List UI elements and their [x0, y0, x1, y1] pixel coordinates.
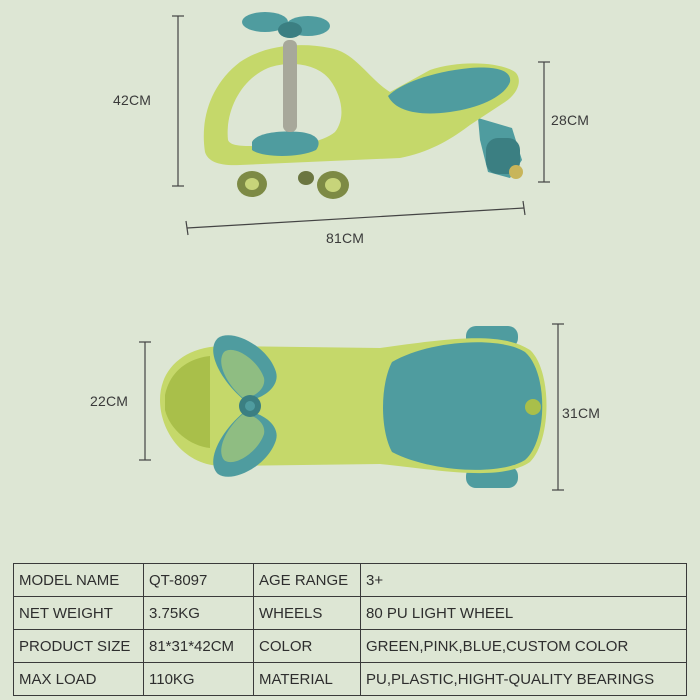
spec-label: MODEL NAME — [13, 563, 144, 597]
front-width-dimension-label: 22CM — [90, 393, 129, 409]
height-dimension-label: 42CM — [113, 92, 152, 108]
spec-value: 3.75KG — [143, 596, 254, 630]
side-seat — [388, 67, 511, 114]
seat-height-dimension-label: 28CM — [551, 112, 590, 128]
table-row: MAX LOAD 110KG MATERIAL PU,PLASTIC,HIGHT… — [13, 662, 687, 696]
top-steering-wheel — [213, 335, 277, 477]
side-steering-wheel — [242, 12, 330, 38]
spec-label: AGE RANGE — [253, 563, 361, 597]
side-view-car — [203, 12, 523, 199]
spec-label: NET WEIGHT — [13, 596, 144, 630]
rear-width-dimension-label: 31CM — [562, 405, 601, 421]
side-foot-pad — [252, 131, 319, 156]
spec-value: QT-8097 — [143, 563, 254, 597]
spec-label: MAX LOAD — [13, 662, 144, 696]
dimension-lines-top — [139, 323, 564, 491]
spec-value: 80 PU LIGHT WHEEL — [360, 596, 687, 630]
front-wheels — [237, 171, 349, 199]
spec-label: PRODUCT SIZE — [13, 629, 144, 663]
side-steering-column — [283, 40, 297, 132]
spec-label: MATERIAL — [253, 662, 361, 696]
length-dimension-label: 81CM — [326, 230, 365, 246]
table-row: NET WEIGHT 3.75KG WHEELS 80 PU LIGHT WHE… — [13, 596, 687, 630]
top-seat — [383, 342, 543, 470]
spec-value: PU,PLASTIC,HIGHT-QUALITY BEARINGS — [360, 662, 687, 696]
spec-table: MODEL NAME QT-8097 AGE RANGE 3+ NET WEIG… — [13, 563, 687, 696]
spec-value: 110KG — [143, 662, 254, 696]
table-row: MODEL NAME QT-8097 AGE RANGE 3+ — [13, 563, 687, 597]
spec-label: WHEELS — [253, 596, 361, 630]
top-view-car — [160, 326, 547, 488]
table-row: PRODUCT SIZE 81*31*42CM COLOR GREEN,PINK… — [13, 629, 687, 663]
spec-value: 3+ — [360, 563, 687, 597]
spec-value: 81*31*42CM — [143, 629, 254, 663]
spec-value: GREEN,PINK,BLUE,CUSTOM COLOR — [360, 629, 687, 663]
rear-wheel — [478, 118, 523, 179]
spec-label: COLOR — [253, 629, 361, 663]
dimension-lines-side — [172, 15, 550, 236]
